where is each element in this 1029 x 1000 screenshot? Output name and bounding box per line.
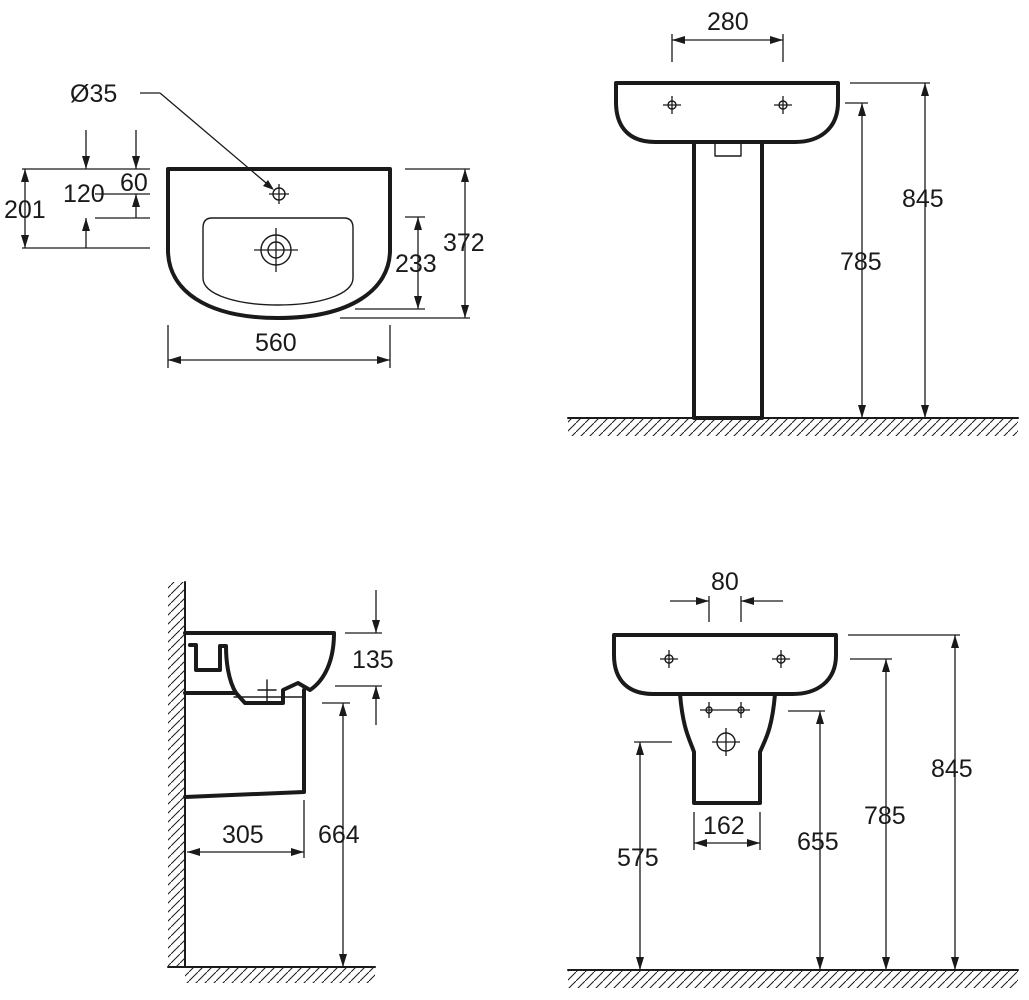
label-semi-height-845: 845 (931, 755, 973, 783)
label-depth-233: 233 (395, 250, 437, 278)
label-side-depth-135: 135 (352, 646, 394, 674)
top-plan-view: Ø35 120 60 201 233 372 560 (4, 80, 485, 368)
drain-top (254, 228, 298, 272)
label-offset-60: 60 (120, 169, 148, 197)
label-offset-120: 120 (63, 180, 105, 208)
label-width-560: 560 (255, 329, 297, 357)
basin-side-section (183, 631, 336, 705)
semi-pedestal-front-view: 80 845 785 655 575 162 (567, 568, 1019, 988)
fixing-holes (700, 702, 750, 718)
label-offset-201: 201 (4, 196, 46, 224)
label-semi-width-162: 162 (703, 812, 745, 840)
side-view: 135 305 664 (167, 581, 394, 983)
label-semi-tap-spacing-80: 80 (711, 568, 739, 596)
label-side-projection-305: 305 (222, 821, 264, 849)
semi-pedestal-front (678, 692, 777, 805)
basin-front-semi (612, 633, 838, 696)
label-side-height-664: 664 (318, 821, 360, 849)
tap-hole-top (269, 184, 289, 204)
pedestal-column (692, 140, 764, 420)
floor-hatch-bottom-right (568, 970, 1018, 988)
basin-outline-top (166, 167, 392, 320)
label-semi-height-785: 785 (864, 802, 906, 830)
semi-pedestal-side (183, 688, 306, 799)
label-semi-height-655: 655 (797, 828, 839, 856)
basin-bowl-top (202, 217, 354, 306)
label-hole-diameter: Ø35 (70, 80, 117, 108)
tap-mark-right (774, 96, 792, 114)
trap-side (257, 679, 277, 704)
label-height-785: 785 (840, 248, 882, 276)
waste-outlet-semi (712, 728, 740, 756)
pedestal-front-view: 280 845 785 (567, 8, 1019, 436)
basin-front (614, 81, 840, 144)
label-tap-spacing-280: 280 (707, 8, 749, 36)
label-semi-height-575: 575 (617, 844, 659, 872)
tap-mark-left (663, 96, 681, 114)
tap-mark-semi-left (660, 650, 678, 668)
wall-hatch (168, 582, 185, 967)
waste-outlet (714, 141, 742, 157)
floor-hatch-side (185, 967, 375, 983)
label-depth-372: 372 (443, 229, 485, 257)
floor-hatch-top-right (568, 418, 1018, 436)
tap-mark-semi-right (772, 650, 790, 668)
label-height-845: 845 (902, 185, 944, 213)
